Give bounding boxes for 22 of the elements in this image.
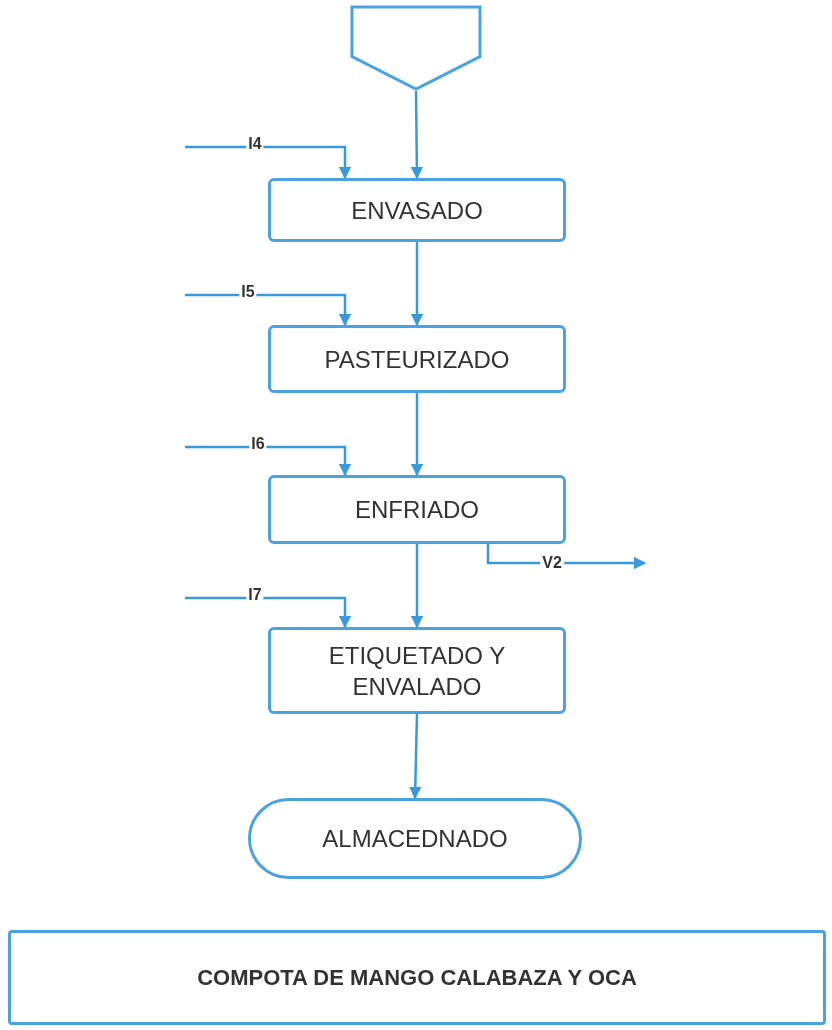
off-page-connector (350, 5, 482, 91)
process-box (268, 627, 566, 714)
step-label: ETIQUETADO Y ENVALADO (327, 640, 507, 702)
step-label: ALMACEDNADO (322, 824, 508, 854)
arrow (410, 393, 424, 477)
process-box (268, 178, 566, 242)
arrow (185, 145, 352, 180)
arrow (486, 544, 647, 570)
title-box (8, 930, 826, 1025)
process-box (268, 475, 566, 544)
arrow (185, 445, 352, 477)
title-text: COMPOTA DE MANGO CALABAZA Y OCA (197, 964, 637, 992)
arrow (410, 242, 424, 327)
process-box (268, 325, 566, 393)
step-label: ENFRIADO (355, 495, 479, 525)
step-label: PASTEURIZADO (324, 344, 510, 375)
arrow (185, 596, 352, 629)
arrow (410, 544, 424, 629)
arrow (409, 713, 422, 800)
arrow (410, 91, 424, 180)
step-label: ENVASADO (351, 195, 483, 226)
arrow (185, 293, 352, 327)
